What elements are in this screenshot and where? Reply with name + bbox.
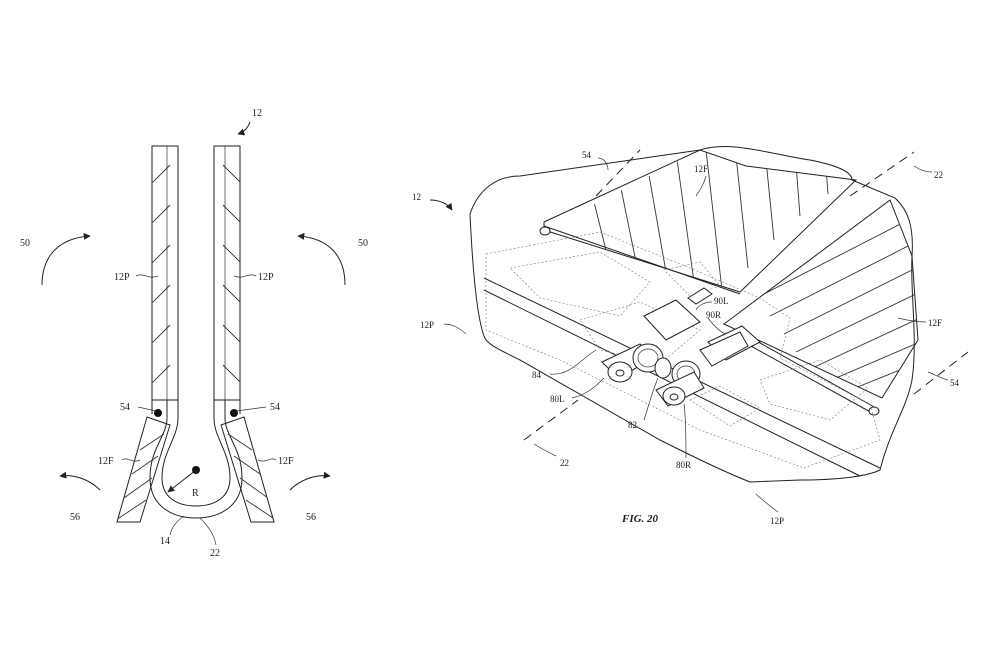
label-bend: 14: [160, 536, 170, 547]
hidden-housing-outline: [485, 231, 881, 469]
left-panel-leader: [135, 274, 159, 278]
label-panel-bottom: 12P: [770, 516, 784, 526]
label-axis: 22: [210, 548, 220, 559]
axis-top-leader: [913, 165, 933, 173]
hinge-top-leader: [597, 157, 609, 171]
label-rotate-right: 50: [358, 238, 368, 249]
label-unit-80l: 80L: [550, 394, 565, 404]
left-panel-section: [151, 145, 179, 401]
arm-90r-leader: [707, 317, 727, 335]
label-flap-right-fig20: 12F: [928, 318, 942, 328]
axis-bottom-leader: [533, 443, 557, 457]
arm-90l: [643, 299, 701, 341]
gear-82: [654, 357, 672, 379]
device-leader-fig20: [429, 199, 453, 211]
panel-bottom-leader: [755, 493, 779, 513]
label-hinge-top: 54: [582, 150, 592, 160]
left-hinge-pivot: [154, 409, 162, 417]
figure-caption: FIG. 20: [621, 513, 659, 525]
label-flap-left: 12F: [98, 456, 114, 467]
flap-top-leader: [695, 175, 707, 197]
flap-right-leader: [897, 317, 927, 323]
gear-mechanism: [601, 287, 761, 407]
gear-82-leader: [643, 377, 659, 421]
axis-leader: [199, 517, 217, 546]
left-fold-arrow: [59, 471, 101, 491]
right-fold-arrow: [289, 471, 331, 491]
panel-left-leader: [443, 323, 467, 335]
hinge-axis-bottom-left: [523, 399, 579, 441]
label-hinge-right-fig20: 54: [950, 378, 960, 388]
right-rotation-arrow: [297, 232, 346, 286]
device-outline: [469, 146, 915, 483]
label-flap-top: 12F: [694, 164, 708, 174]
right-panel-section: [213, 145, 241, 401]
label-arm-90l: 90L: [714, 296, 729, 306]
hinge-mechanism-perspective-view: 12 54 22 12F 12P 90L 90R 12F 84 54 80L 8…: [412, 146, 969, 526]
label-axis-bottom: 22: [560, 458, 569, 468]
label-fold-right: 56: [306, 512, 316, 523]
label-radius: R: [192, 488, 199, 499]
label-arm-90r: 90R: [706, 310, 721, 320]
label-panel-right: 12P: [258, 272, 274, 283]
folded-device-section-view: 12 50 50 12P 12P 54 54 12F 12F R 56 56 1…: [20, 108, 368, 559]
left-flap-leader: [121, 458, 141, 462]
top-flap: [539, 149, 858, 295]
device-leader: [237, 121, 251, 136]
right-panel-leader: [233, 274, 257, 278]
gear-84-leader: [549, 349, 597, 375]
bend-leader: [169, 515, 185, 536]
hinge-right-leader: [927, 371, 949, 381]
right-hinge-leader: [235, 406, 267, 412]
right-hinge-pivot: [230, 409, 238, 417]
left-flap-section: [116, 416, 171, 523]
label-device-fig20: 12: [412, 192, 421, 202]
label-device: 12: [252, 108, 262, 119]
label-rotate-left: 50: [20, 238, 30, 249]
label-gear-84: 84: [532, 370, 542, 380]
label-panel-left: 12P: [114, 272, 130, 283]
right-flap-leader: [257, 458, 277, 462]
label-hinge-left: 54: [120, 402, 130, 413]
label-fold-left: 56: [70, 512, 80, 523]
hinge-axis-bottom-right: [913, 351, 969, 395]
label-flap-right: 12F: [278, 456, 294, 467]
unit-80r-leader: [683, 403, 687, 459]
label-hinge-right: 54: [270, 402, 280, 413]
left-rotation-arrow: [41, 232, 91, 286]
right-flap-section: [220, 416, 275, 523]
arm-90l-leader: [695, 301, 713, 311]
left-hinge-leader: [137, 406, 157, 412]
label-axis-top: 22: [934, 170, 943, 180]
flexible-bend-region: [149, 400, 243, 519]
radius-arrow: [167, 469, 197, 493]
label-gear-82: 82: [628, 420, 637, 430]
label-panel-left-fig20: 12P: [420, 320, 434, 330]
hinge-axis-top-right: [849, 151, 915, 197]
label-unit-80r: 80R: [676, 460, 691, 470]
hinge-axis-top-left: [595, 149, 641, 197]
bottom-flap: [723, 199, 919, 416]
unit-80l-leader: [571, 377, 605, 399]
